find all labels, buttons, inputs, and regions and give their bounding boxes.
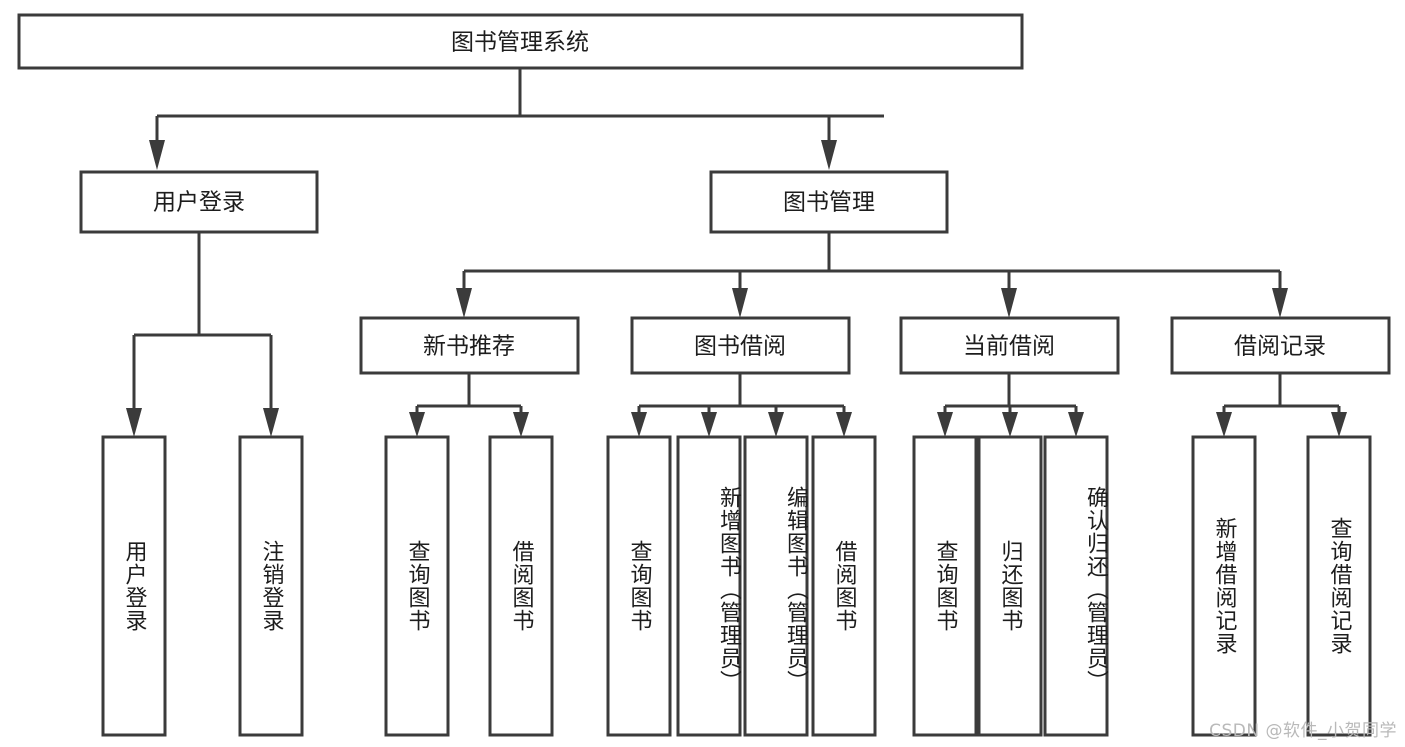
leaf-box-edit-book[interactable] xyxy=(743,435,809,737)
leaf-box-query-book-1[interactable] xyxy=(384,435,450,737)
current-borrow-label: 当前借阅 xyxy=(963,334,1055,360)
connector-user-login-to-leaves xyxy=(126,232,279,437)
leaf-box-confirm-return[interactable] xyxy=(1043,435,1109,737)
arrow-to-book-borrow xyxy=(732,288,748,318)
arrow-to-leaf-borrow-book-2 xyxy=(836,412,852,437)
arrow-to-leaf-add-book xyxy=(701,412,717,437)
leaf-box-query-book-2[interactable] xyxy=(606,435,672,737)
connector-book-borrow-to-leaves xyxy=(631,373,852,437)
leaf-box-logout[interactable] xyxy=(238,435,304,737)
connector-new-book-to-leaves xyxy=(409,373,529,437)
current-borrow-box[interactable] xyxy=(899,316,1120,375)
arrow-to-leaf-return-book xyxy=(1002,412,1018,437)
leaf-box-user-login[interactable] xyxy=(101,435,167,737)
arrow-to-leaf-query-book-2 xyxy=(631,412,647,437)
leaf-box-return-book[interactable] xyxy=(977,435,1043,737)
arrow-to-leaf-add-record xyxy=(1216,412,1232,437)
connector-borrow-records-to-leaves xyxy=(1216,373,1347,437)
arrow-to-book-manage xyxy=(821,140,837,170)
node-new-book-recommend[interactable]: 新书推荐 xyxy=(359,316,580,375)
leaf-box-add-record[interactable] xyxy=(1191,435,1257,737)
node-user-login[interactable]: 用户登录 xyxy=(79,170,319,234)
leaf-boxes-group xyxy=(101,435,1372,737)
user-login-box[interactable] xyxy=(79,170,319,234)
leaf-box-add-book[interactable] xyxy=(676,435,742,737)
arrow-to-leaf-confirm-return xyxy=(1068,412,1084,437)
root-label: 图书管理系统 xyxy=(451,30,589,56)
connector-book-manage-to-level3 xyxy=(456,232,1288,318)
new-book-recommend-label: 新书推荐 xyxy=(423,334,515,360)
leaf-box-borrow-book-1[interactable] xyxy=(488,435,554,737)
leaf-box-query-record[interactable] xyxy=(1306,435,1372,737)
book-borrow-label: 图书借阅 xyxy=(694,334,786,360)
leaf-box-query-book-3[interactable] xyxy=(912,435,978,737)
connector-current-borrow-to-leaves xyxy=(937,373,1084,437)
arrow-to-current-borrow xyxy=(1001,288,1017,318)
node-root[interactable]: 图书管理系统 xyxy=(17,13,1024,70)
arrow-to-borrow-records xyxy=(1272,288,1288,318)
arrow-to-leaf-edit-book xyxy=(768,412,784,437)
arrow-to-leaf-user-login xyxy=(126,408,142,437)
connector-root-to-level2 xyxy=(149,68,884,170)
arrow-to-leaf-borrow-book-1 xyxy=(513,412,529,437)
arrow-to-leaf-query-book-1 xyxy=(409,412,425,437)
borrow-records-label: 借阅记录 xyxy=(1234,334,1326,360)
node-borrow-records[interactable]: 借阅记录 xyxy=(1170,316,1391,375)
leaf-box-borrow-book-2[interactable] xyxy=(811,435,877,737)
arrow-to-user-login xyxy=(149,140,165,170)
user-login-label: 用户登录 xyxy=(153,190,245,216)
arrow-to-new-book xyxy=(456,288,472,318)
book-manage-label: 图书管理 xyxy=(783,190,875,216)
arrow-to-leaf-query-record xyxy=(1331,412,1347,437)
arrow-to-leaf-logout xyxy=(263,408,279,437)
new-book-recommend-box[interactable] xyxy=(359,316,580,375)
arrow-to-leaf-query-book-3 xyxy=(937,412,953,437)
node-book-manage[interactable]: 图书管理 xyxy=(709,170,949,234)
root-box[interactable] xyxy=(17,13,1024,70)
node-book-borrow[interactable]: 图书借阅 xyxy=(630,316,851,375)
node-current-borrow[interactable]: 当前借阅 xyxy=(899,316,1120,375)
